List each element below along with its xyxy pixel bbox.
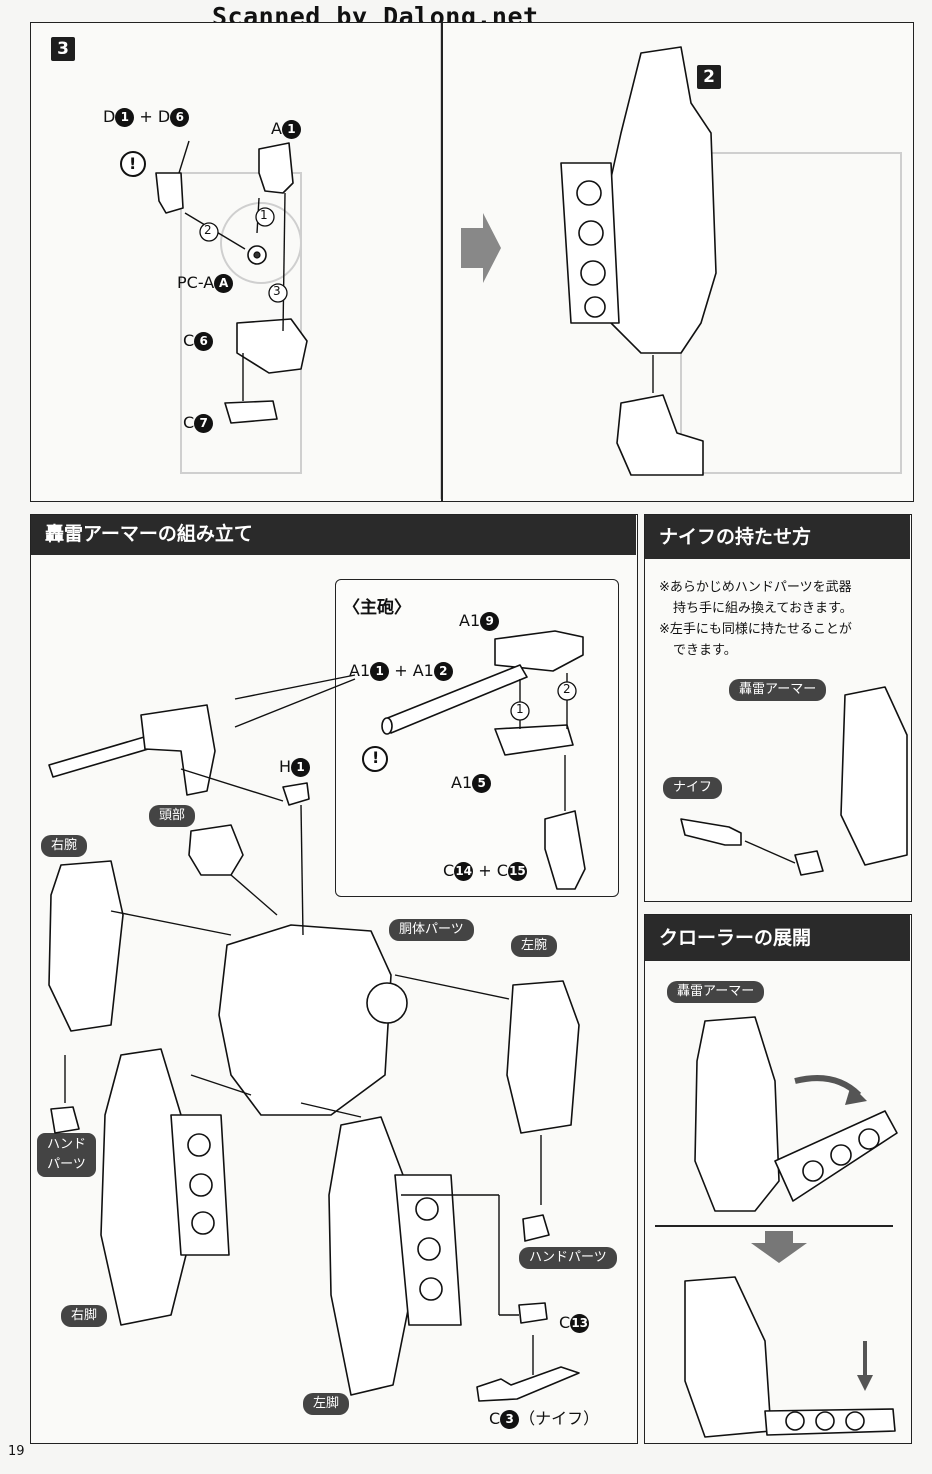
tag-hand-parts-right: ハンドパーツ (519, 1247, 617, 1269)
tag-left-leg: 左脚 (303, 1393, 350, 1415)
step-3-number: 3 (51, 37, 75, 61)
knife-panel-title: ナイフの持たせ方 (645, 515, 910, 559)
tag-right-leg: 右脚 (61, 1305, 108, 1327)
leg-assembly-drawing (461, 46, 717, 476)
armor-assembly-drawing (48, 704, 580, 1402)
step-3-marker: 3 (273, 284, 281, 298)
knife-note-2a: ※左手にも同様に持たせることが (659, 622, 852, 637)
tag-knife: ナイフ (663, 777, 723, 799)
step-3-parts-drawing (120, 140, 308, 424)
step-2-number: 2 (697, 65, 721, 89)
label-c13: C13 (559, 1313, 590, 1333)
label-c14-c15: C14 + C15 (443, 861, 527, 881)
tag-left-arm: 左腕 (511, 935, 558, 957)
tag-head: 頭部 (149, 805, 196, 827)
knife-holding-drawing (680, 686, 908, 876)
knife-note-1a: ※あらかじめハンドパーツを武器 (659, 580, 852, 595)
tag-hand-parts-left: ハンド パーツ (37, 1133, 97, 1177)
tag-armor: 轟雷アーマー (729, 679, 827, 701)
tag-right-arm: 右腕 (41, 835, 88, 857)
knife-holding-panel: ナイフの持たせ方 ※あらかじめハンドパーツを武器 持ち手に組み換えておきます。 … (644, 514, 912, 902)
step-1-marker: 1 (516, 702, 524, 716)
armor-assembly-title: 轟雷アーマーの組み立て (31, 515, 636, 555)
knife-note-2b: できます。 (673, 643, 737, 658)
panel-divider (441, 23, 443, 501)
tag-torso: 胴体パーツ (389, 919, 474, 941)
main-gun-parts-drawing (234, 630, 586, 890)
crawler-divider (655, 1225, 893, 1227)
step-1-marker: 1 (260, 208, 268, 222)
crawler-panel-title: クローラーの展開 (645, 915, 910, 961)
crawler-deploy-panel: クローラーの展開 轟雷アーマー (644, 914, 912, 1444)
warning-icon: ! (129, 154, 137, 173)
step-2-marker: 2 (204, 223, 212, 237)
main-gun-title: 〈主砲〉 (343, 598, 411, 618)
page-number: 19 (8, 1444, 25, 1459)
knife-note-1b: 持ち手に組み換えておきます。 (673, 601, 853, 616)
tag-armor: 轟雷アーマー (667, 981, 765, 1003)
step-2-marker: 2 (563, 682, 571, 696)
crawler-deploy-drawing (684, 1016, 898, 1438)
warning-icon: ! (372, 748, 380, 767)
